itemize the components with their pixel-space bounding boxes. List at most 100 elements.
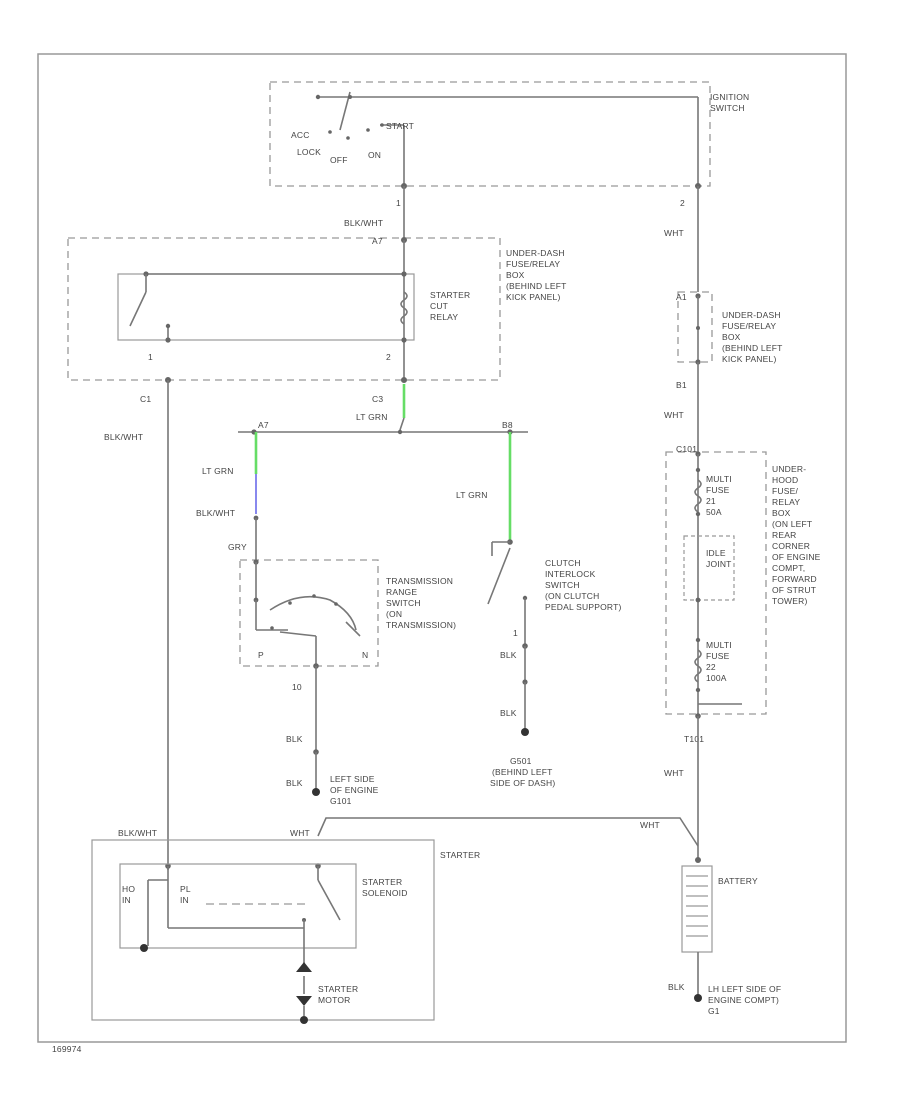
fuse21-l1: MULTI	[706, 474, 732, 484]
solenoid-label-2: SOLENOID	[362, 888, 408, 898]
splice-left: A7	[258, 420, 269, 430]
fuse22-l3: 22	[706, 662, 716, 672]
uh-title-13: TOWER)	[772, 596, 808, 606]
trans-title-3: SWITCH	[386, 598, 421, 608]
fuse22-l4: 100A	[706, 673, 727, 683]
clutch-title-2: INTERLOCK	[545, 569, 596, 579]
wire-wht-starter: WHT	[290, 828, 310, 838]
clutch-title-1: CLUTCH	[545, 558, 581, 568]
wire-wht-1: WHT	[664, 228, 684, 238]
g101-line-3: G101	[330, 796, 352, 806]
uh-title-4: RELAY	[772, 497, 800, 507]
solenoid-label-1: STARTER	[362, 877, 402, 887]
relay-label-3: RELAY	[430, 312, 458, 322]
wire-blk-wht-mid: BLK/WHT	[196, 508, 235, 518]
transmission-range-switch: P N 10 TRANSMISSION RANGE SWITCH (ON TRA…	[239, 559, 456, 692]
uh-pin-bot: T101	[684, 734, 704, 744]
clutch-pin-1: 1	[513, 628, 518, 638]
wire-blk-4: BLK	[500, 708, 517, 718]
uh-title-3: FUSE/	[772, 486, 798, 496]
ground-g501	[521, 728, 529, 736]
small-box-pin-a: A1	[676, 292, 687, 302]
ignition-pin-1: 1	[396, 198, 401, 208]
g501-line-3: SIDE OF DASH)	[490, 778, 555, 788]
wire-wht-2: WHT	[664, 410, 684, 420]
fuse21-l2: FUSE	[706, 485, 730, 495]
small-box-pin-b: B1	[676, 380, 687, 390]
clutch-interlock-switch: CLUTCH INTERLOCK SWITCH (ON CLUTCH PEDAL…	[487, 539, 622, 649]
trans-pin-gry: GRY	[228, 542, 247, 552]
ignition-pos-off: OFF	[330, 155, 348, 165]
wire-blk-3: BLK	[500, 650, 517, 660]
fuse22-l2: FUSE	[706, 651, 730, 661]
hold-in-1: HO	[122, 884, 135, 894]
trans-title-2: RANGE	[386, 587, 417, 597]
pull-in-1: PL	[180, 884, 191, 894]
trans-title-4: (ON	[386, 609, 402, 619]
relay-box-title-4: (BEHIND LEFT	[506, 281, 567, 291]
small-box-title-4: (BEHIND LEFT	[722, 343, 783, 353]
wire-blk-wht-starter: BLK/WHT	[118, 828, 157, 838]
fuse21-l4: 50A	[706, 507, 722, 517]
g101-line-1: LEFT SIDE	[330, 774, 375, 784]
clutch-title-5: PEDAL SUPPORT)	[545, 602, 622, 612]
wire-wht-3: WHT	[664, 768, 684, 778]
motor-label-1: STARTER	[318, 984, 358, 994]
relay-box-title-2: FUSE/RELAY	[506, 259, 560, 269]
wire-lt-grn-right: LT GRN	[456, 490, 488, 500]
relay-pin-2: 2	[386, 352, 391, 362]
ignition-pos-acc: ACC	[291, 130, 310, 140]
ground-g1	[694, 994, 702, 1002]
relay-label-1: STARTER	[430, 290, 470, 300]
trans-pos-p: P	[258, 650, 264, 660]
g1-line-3: G1	[708, 1006, 720, 1016]
small-box-title-3: BOX	[722, 332, 741, 342]
clutch-title-4: (ON CLUTCH	[545, 591, 599, 601]
wire-blk-wht-top: BLK/WHT	[344, 218, 383, 228]
ignition-title-1: IGNITION	[710, 92, 749, 102]
trans-pos-n: N	[362, 650, 368, 660]
uh-pin-top: C101	[676, 444, 697, 454]
uh-title-1: UNDER-	[772, 464, 806, 474]
trans-pin-10: 10	[292, 682, 302, 692]
splice-right: B8	[502, 420, 513, 430]
wire-blk-1: BLK	[286, 734, 303, 744]
g501-line-1: G501	[510, 756, 532, 766]
wire-lt-grn-main: LT GRN	[356, 412, 388, 422]
trans-title-1: TRANSMISSION	[386, 576, 453, 586]
relay-box-title-5: KICK PANEL)	[506, 292, 560, 302]
wire-blk-2: BLK	[286, 778, 303, 788]
ignition-pos-on: ON	[368, 150, 381, 160]
ignition-switch: ACC LOCK OFF ON START IGNITION SWITCH 1 …	[269, 81, 749, 208]
underdash-fuse-box-small: A1 UNDER-DASH FUSE/RELAY BOX (BEHIND LEF…	[676, 291, 783, 390]
ignition-pos-start: START	[386, 121, 414, 131]
battery: BATTERY BLK LH LEFT SIDE OF ENGINE COMPT…	[668, 857, 781, 1016]
uh-title-11: FORWARD	[772, 574, 817, 584]
hold-in-2: IN	[122, 895, 131, 905]
small-box-title-5: KICK PANEL)	[722, 354, 776, 364]
fuse22-l1: MULTI	[706, 640, 732, 650]
wire-blk-wht-left: BLK/WHT	[104, 432, 143, 442]
uh-title-5: BOX	[772, 508, 791, 518]
relay-conn-c3: C3	[372, 394, 383, 404]
wire-blk-batt: BLK	[668, 982, 685, 992]
trans-title-5: TRANSMISSION)	[386, 620, 456, 630]
underdash-relay-box: A7 STARTER CUT RELAY UNDER-DASH FUSE/REL…	[67, 236, 567, 404]
pull-in-2: IN	[180, 895, 189, 905]
uh-title-2: HOOD	[772, 475, 798, 485]
motor-label-2: MOTOR	[318, 995, 350, 1005]
small-box-title-1: UNDER-DASH	[722, 310, 781, 320]
ground-g101	[312, 788, 320, 796]
uh-title-9: OF ENGINE	[772, 552, 821, 562]
uh-title-8: CORNER	[772, 541, 810, 551]
diagram-frame	[37, 53, 847, 1043]
uh-title-12: OF STRUT	[772, 585, 816, 595]
relay-box-title-1: UNDER-DASH	[506, 248, 565, 258]
relay-pin-1: 1	[148, 352, 153, 362]
underhood-fuse-relay-box: C101 MULTI FUSE 21 50A IDLE JOINT MULTI …	[665, 444, 821, 744]
idle-joint-1: IDLE	[706, 548, 726, 558]
uh-title-6: (ON LEFT	[772, 519, 812, 529]
g501-line-2: (BEHIND LEFT	[492, 767, 553, 777]
clutch-title-3: SWITCH	[545, 580, 580, 590]
